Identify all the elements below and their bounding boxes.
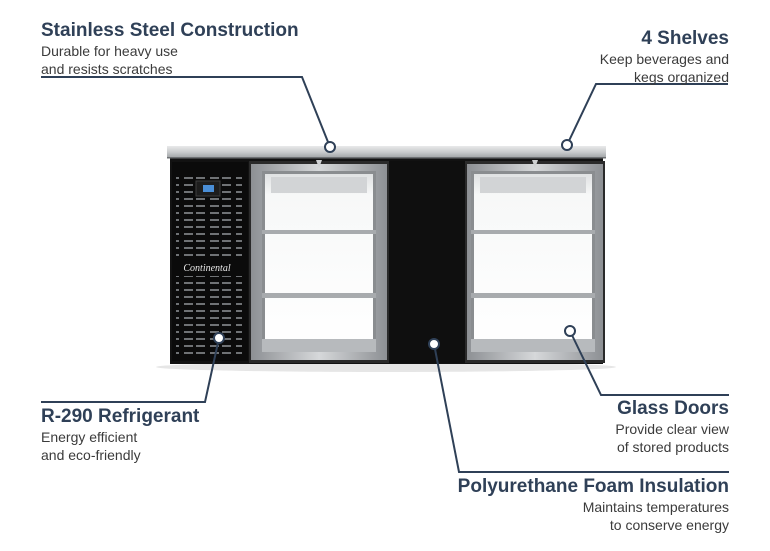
marker-dot-foam xyxy=(428,338,440,350)
callout-text-line: of stored products xyxy=(616,439,729,455)
brand-logo: Continental xyxy=(183,263,230,274)
callout-text-line: Durable for heavy use xyxy=(41,43,178,59)
brand-badge: Continental xyxy=(181,259,233,276)
callout-stainless-steel: Stainless Steel Construction Durable for… xyxy=(41,20,299,78)
leader-line-glass xyxy=(569,330,729,396)
callout-text-line: Keep beverages and xyxy=(599,51,729,67)
callout-shelves: 4 Shelves Keep beverages and kegs organi… xyxy=(600,28,729,86)
callout-text-line: and eco-friendly xyxy=(41,447,141,463)
callout-text-line: Provide clear view xyxy=(615,421,729,437)
marker-dot-stainless xyxy=(324,141,336,153)
callout-text-line: Energy efficient xyxy=(41,429,138,445)
callout-text-line: Maintains temperatures xyxy=(582,499,729,515)
marker-dot-glass xyxy=(564,325,576,337)
callout-title: R-290 Refrigerant xyxy=(41,406,200,427)
right-glass-door xyxy=(465,160,605,363)
marker-dot-shelves xyxy=(561,139,573,151)
leader-line-foam xyxy=(433,343,729,473)
temperature-display xyxy=(203,185,214,192)
callout-text-line: to conserve energy xyxy=(609,517,729,533)
callout-title: Stainless Steel Construction xyxy=(41,20,299,41)
callout-refrigerant: R-290 Refrigerant Energy efficient and e… xyxy=(41,406,199,464)
callout-glass-doors: Glass Doors Provide clear view of stored… xyxy=(615,398,729,456)
center-panel xyxy=(389,161,466,363)
left-glass-door xyxy=(249,160,389,363)
callout-foam-insulation: Polyurethane Foam Insulation Maintains t… xyxy=(458,476,729,534)
compressor-grille xyxy=(172,162,248,361)
leader-line-refrigerant xyxy=(41,337,220,403)
floor-shadow xyxy=(156,362,616,372)
callout-text-line: kegs organized xyxy=(634,69,729,85)
callout-title: Polyurethane Foam Insulation xyxy=(457,476,729,497)
stainless-top xyxy=(167,146,606,158)
callout-title: Glass Doors xyxy=(617,398,729,419)
leader-line-shelves xyxy=(566,83,728,146)
leader-line-stainless xyxy=(41,76,331,148)
marker-dot-refrigerant xyxy=(213,332,225,344)
callout-title: 4 Shelves xyxy=(641,28,729,49)
callout-text-line: and resists scratches xyxy=(41,61,173,77)
